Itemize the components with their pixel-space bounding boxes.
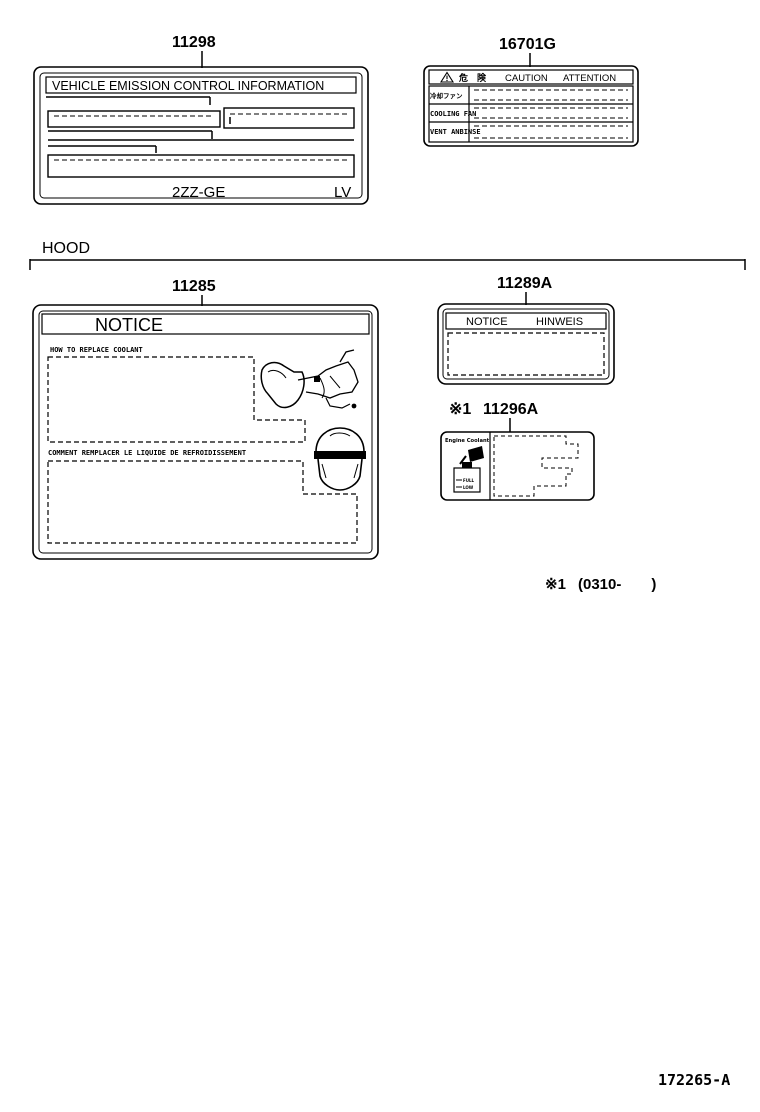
- vent-text: VENT ANBINSE: [430, 128, 481, 136]
- lv-code: LV: [334, 184, 351, 201]
- footnote-range: (0310- ): [578, 576, 656, 593]
- notice-title: NOTICE: [95, 315, 163, 335]
- cooling-fan-jp: 冷却ファン: [430, 91, 463, 100]
- cooling-fan-en: COOLING FAN: [430, 110, 476, 118]
- label-11298: 11298 VEHICLE EMISSION CONTROL INFORMATI…: [33, 34, 369, 205]
- diagram-id: 172265-A: [658, 1071, 730, 1089]
- part-number-16701g: 16701G: [499, 36, 556, 53]
- emission-label-title: VEHICLE EMISSION CONTROL INFORMATION: [52, 79, 324, 93]
- part-marker-11296a: ※1: [449, 401, 471, 418]
- footnote: ※1 (0310- ): [545, 576, 656, 593]
- caution-text: CAUTION: [505, 73, 548, 84]
- footnote-marker: ※1: [545, 576, 566, 593]
- how-to-replace-coolant: HOW TO REPLACE COOLANT: [50, 346, 143, 354]
- full-level: FULL: [463, 478, 475, 483]
- label-16701g: 16701G 危 険 CAUTION ATTENTION 冷却ファン COOLI…: [423, 36, 639, 147]
- label-11285: 11285 NOTICE HOW TO REPLACE COOLANT COMM…: [32, 278, 379, 560]
- low-level: LOW: [463, 485, 474, 490]
- part-number-11298: 11298: [172, 34, 216, 51]
- engine-code: 2ZZ-GE: [172, 184, 225, 201]
- radiator-cap-icon: [314, 427, 366, 491]
- part-number-11285: 11285: [172, 278, 216, 295]
- part-number-11296a: 11296A: [483, 401, 539, 418]
- part-number-11289a: 11289A: [497, 275, 553, 292]
- hood-bracket: HOOD: [29, 240, 746, 270]
- notice-text-11289a: NOTICE: [466, 316, 508, 328]
- danger-jp-text: 危 険: [458, 72, 487, 84]
- coolant-hose-icon: [260, 349, 359, 409]
- hood-label: HOOD: [42, 240, 90, 257]
- attention-text: ATTENTION: [563, 73, 616, 84]
- warning-triangle-icon: [440, 71, 454, 83]
- label-11289a: 11289A NOTICE HINWEIS: [437, 275, 615, 385]
- hinweis-text: HINWEIS: [536, 316, 583, 328]
- comment-remplacer: COMMENT REMPLACER LE LIQUIDE DE REFROIDI…: [48, 449, 246, 457]
- label-11296a: ※1 11296A Engine Coolant FULL LOW: [440, 401, 595, 501]
- engine-coolant-title: Engine Coolant: [445, 438, 490, 444]
- coolant-pouring-icon: [453, 446, 484, 493]
